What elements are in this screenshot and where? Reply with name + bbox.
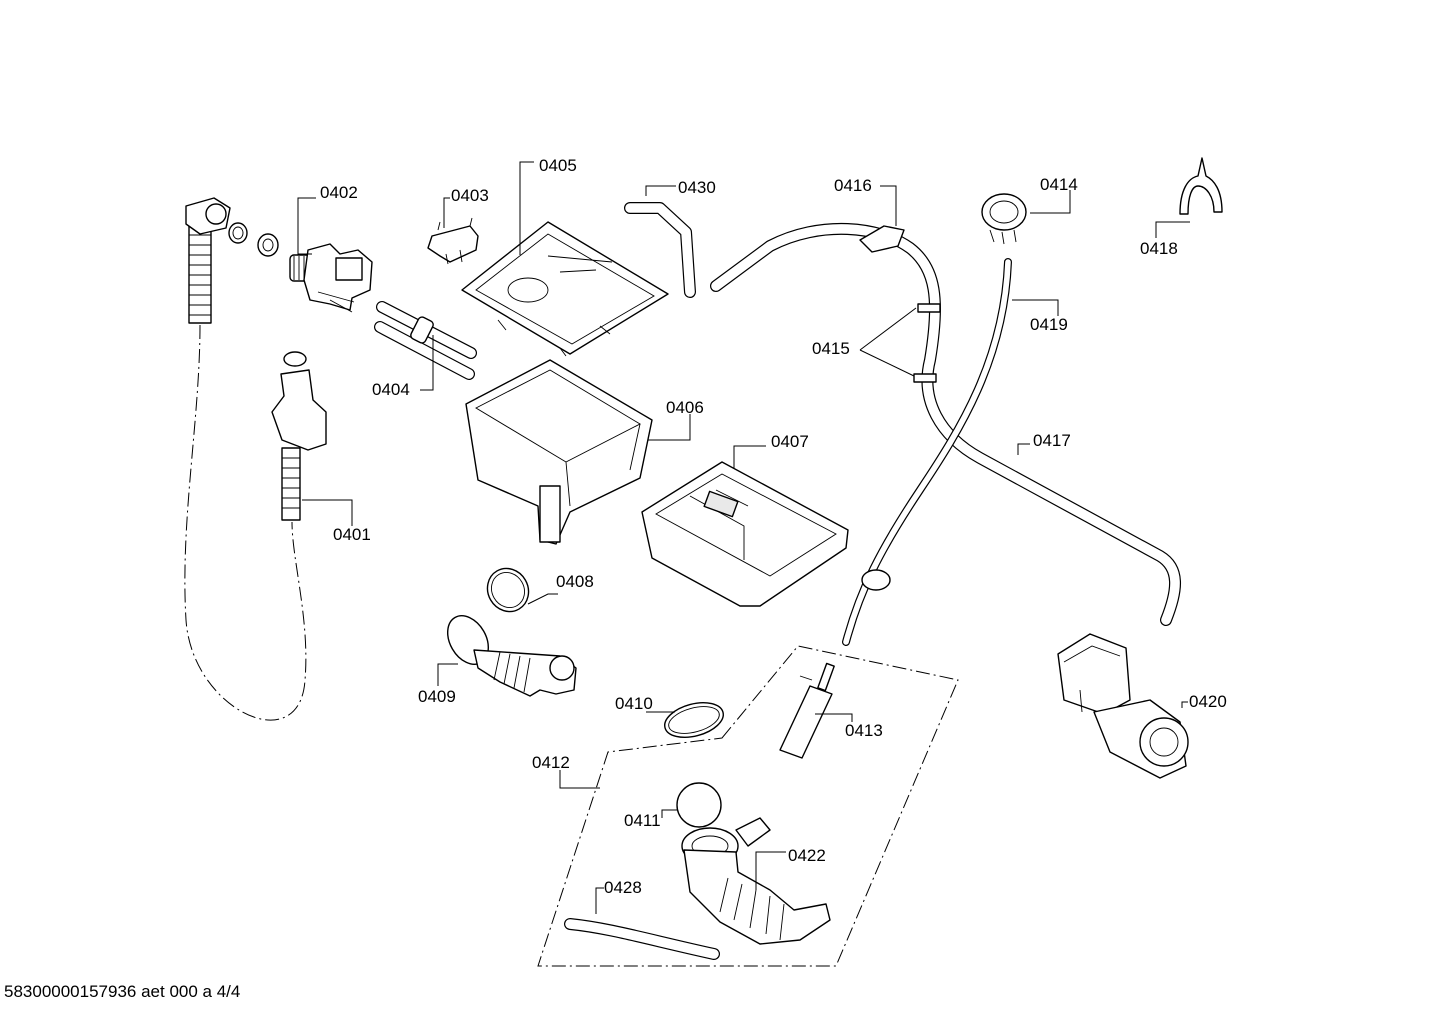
part-0411-ball (676, 782, 722, 828)
label-0419: 0419 (1030, 315, 1068, 334)
leader-lines (297, 161, 1190, 914)
label-0430: 0430 (678, 178, 716, 197)
part-0412-group-outline (537, 645, 959, 967)
part-0422-sump-hose (681, 817, 831, 945)
part-0428-small-hose (564, 918, 720, 960)
label-0422: 0422 (788, 846, 826, 865)
label-0405: 0405 (539, 156, 577, 175)
part-0413-sensor (779, 662, 835, 759)
label-0403: 0403 (451, 186, 489, 205)
label-0406: 0406 (666, 398, 704, 417)
label-0402: 0402 (320, 183, 358, 202)
label-0410: 0410 (615, 694, 653, 713)
label-0412: 0412 (532, 753, 570, 772)
part-0409-hose-bellow (447, 615, 577, 697)
part-0418-clip (1179, 157, 1223, 215)
part-0408-seal-ring (486, 567, 530, 613)
part-0410-ring (664, 702, 724, 738)
label-0413: 0413 (845, 721, 883, 740)
drawing-reference-footer: 58300000157936 aet 000 a 4/4 (4, 982, 241, 1001)
label-0415: 0415 (812, 339, 850, 358)
label-0401: 0401 (333, 525, 371, 544)
label-0408: 0408 (556, 572, 594, 591)
label-0414: 0414 (1040, 175, 1078, 194)
part-0403-bracket (427, 217, 479, 265)
part-0406-dispenser-housing (465, 359, 653, 545)
part-0430-bent-tube (624, 202, 696, 298)
label-0409: 0409 (418, 687, 456, 706)
part-0404-tubes (374, 301, 477, 380)
part-0407-detergent-drawer (641, 461, 849, 607)
label-0404: 0404 (372, 380, 410, 399)
part-0402-inlet-valve (289, 243, 373, 313)
label-0407: 0407 (771, 432, 809, 451)
label-0416: 0416 (834, 176, 872, 195)
part-0420-drain-pump (1057, 633, 1189, 779)
part-0414-pressure-switch (981, 193, 1027, 245)
part-0419-thin-hose (842, 258, 1012, 646)
label-0411: 0411 (624, 811, 661, 830)
label-0420: 0420 (1189, 692, 1227, 711)
label-0417: 0417 (1033, 431, 1071, 450)
part-0401-inlet-hose (184, 197, 327, 721)
part-0405-dispenser-lid (461, 221, 669, 357)
label-0428: 0428 (604, 878, 642, 897)
label-0418: 0418 (1140, 239, 1178, 258)
part-0416-0417-hose (710, 222, 1182, 626)
